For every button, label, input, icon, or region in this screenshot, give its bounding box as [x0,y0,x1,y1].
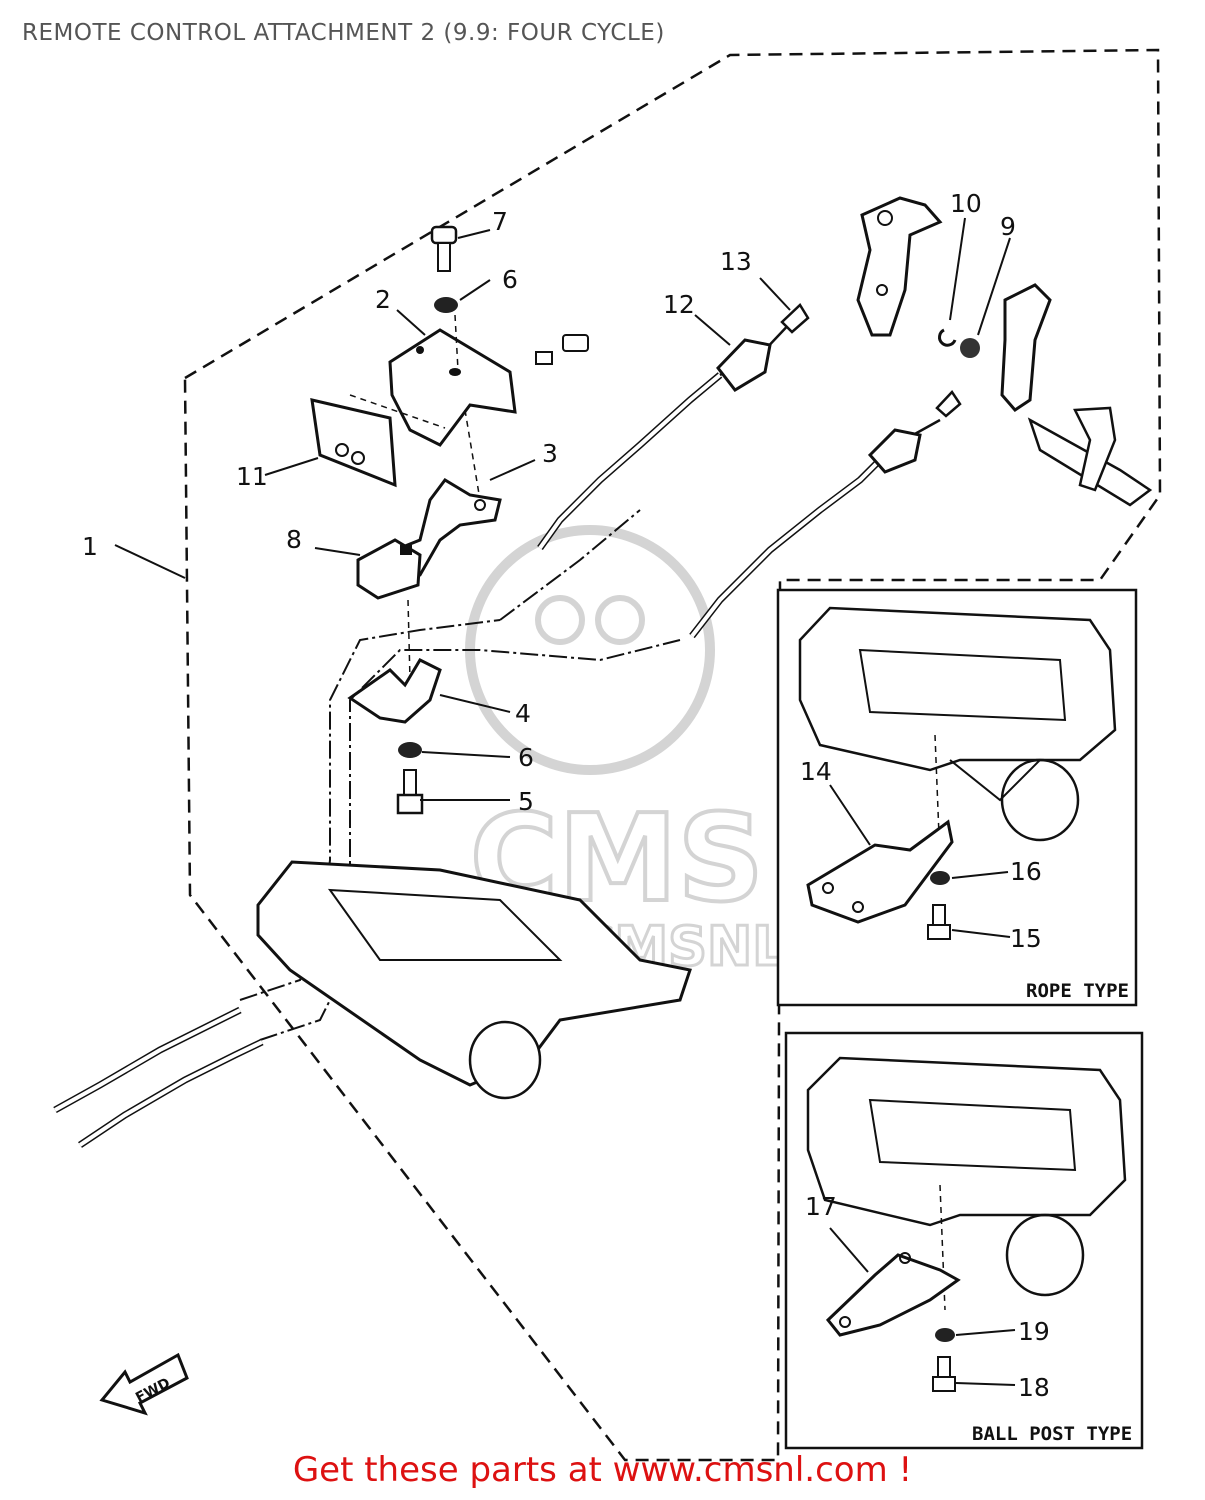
callout-8: 8 [286,525,302,554]
callout-16: 16 [1010,857,1042,886]
page-title: REMOTE CONTROL ATTACHMENT 2 (9.9: FOUR C… [22,20,665,46]
clip-13 [780,303,962,418]
callout-2: 2 [375,285,391,314]
bracket-17 [825,1253,961,1337]
assembly-boundary [183,48,1162,1462]
callout-4: 4 [515,699,531,728]
inset-rope-label: ROPE TYPE [1026,980,1129,1002]
bolt-5 [396,769,424,815]
washer-16 [930,871,950,885]
callout-6-top: 6 [502,265,518,294]
bracket-4 [347,658,442,724]
cta-link[interactable]: Get these parts at www.cmsnl.com ! [292,1450,913,1490]
inset-ball-post-type: BALL POST TYPE [784,1031,1144,1450]
callout-11: 11 [236,462,268,491]
bolt-nut-set [535,334,589,365]
callout-3: 3 [542,439,558,468]
callout-15: 15 [1010,924,1042,953]
callout-13: 13 [720,247,752,276]
callout-19: 19 [1018,1317,1050,1346]
inset-rope-type: ROPE TYPE [776,588,1138,1007]
washer-19 [935,1328,955,1342]
handle-bracket [256,860,692,1100]
callout-10: 10 [950,189,982,218]
bracket-2 [388,328,517,447]
callout-18: 18 [1018,1373,1050,1402]
bracket-14 [806,819,954,924]
callout-14: 14 [800,757,832,786]
watermark-mascot-icon [465,525,715,775]
shaft [1027,406,1153,507]
leader-lines [114,217,1016,1386]
washer-6-top [434,297,458,313]
bolt-7 [430,225,458,272]
cable-block-8 [356,538,422,600]
callout-17: 17 [805,1192,837,1221]
callout-6-bottom: 6 [518,743,534,772]
callout-1: 1 [82,532,98,561]
throttle-lever-9 [938,283,1052,412]
callout-12: 12 [663,290,695,319]
callout-7: 7 [492,207,508,236]
washer-6-bottom [398,742,422,758]
inset-ball-post-label: BALL POST TYPE [972,1423,1132,1445]
fwd-arrow-icon: FWD [99,1352,189,1416]
cable-end-12 [716,338,922,474]
callout-9: 9 [1000,212,1016,241]
plate-11 [310,398,397,488]
callout-5: 5 [518,787,534,816]
callouts: 1 2 3 4 5 6 6 7 8 9 10 11 12 13 14 15 16… [82,189,1050,1402]
shift-lever [856,196,943,337]
